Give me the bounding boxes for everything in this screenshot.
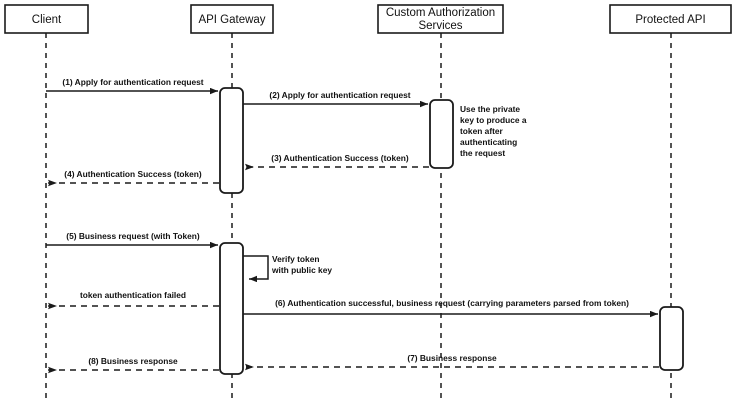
participant-header-auth[interactable]: Custom Authorization Services <box>377 4 504 34</box>
note-private-key-line-3: token after <box>460 126 504 136</box>
message-token-authentication-failed[interactable]: token authentication failed <box>48 290 219 310</box>
participant-box-auth <box>377 4 504 34</box>
message-3[interactable]: (3) Authentication Success (token) <box>245 153 429 171</box>
message-1-label: (1) Apply for authentication request <box>62 77 203 87</box>
message-4-label: (4) Authentication Success (token) <box>64 169 202 179</box>
message-4[interactable]: (4) Authentication Success (token) <box>48 169 219 187</box>
message-fail-label: token authentication failed <box>80 290 186 300</box>
message-3-label: (3) Authentication Success (token) <box>271 153 409 163</box>
lifeline-group <box>45 33 672 398</box>
participant-label-client: Client <box>32 14 62 26</box>
self-message-label-line2: with public key <box>271 265 332 275</box>
participant-box-api <box>609 4 732 34</box>
participant-header-api[interactable]: Protected API <box>609 4 732 34</box>
participant-label-gateway: API Gateway <box>198 14 265 26</box>
message-2-label: (2) Apply for authentication request <box>269 90 410 100</box>
message-7-label: (7) Business response <box>407 353 497 363</box>
message-5-label: (5) Business request (with Token) <box>66 231 200 241</box>
participant-label-auth-line2: Services <box>418 20 462 32</box>
message-8[interactable]: (8) Business response <box>48 356 219 374</box>
activation-auth-token-phase <box>429 99 454 169</box>
message-6-label: (6) Authentication successful, business … <box>275 298 629 308</box>
message-5[interactable]: (5) Business request (with Token) <box>46 231 218 249</box>
note-private-key-line-2: key to produce a <box>460 115 527 125</box>
note-private-key: Use the private key to produce a token a… <box>460 104 527 158</box>
participant-header-client[interactable]: Client <box>4 4 89 34</box>
participant-box-client <box>4 4 89 34</box>
note-private-key-line-5: the request <box>460 148 505 158</box>
note-private-key-line-4: authenticating <box>460 137 517 147</box>
message-6[interactable]: (6) Authentication successful, business … <box>243 298 658 318</box>
message-2[interactable]: (2) Apply for authentication request <box>243 90 428 108</box>
self-message-verify-token[interactable]: Verify token with public key <box>243 254 332 283</box>
self-message-label-line1: Verify token <box>272 254 319 264</box>
participant-label-api: Protected API <box>635 14 705 26</box>
activation-gateway-biz-phase <box>219 242 244 375</box>
message-7[interactable]: (7) Business response <box>245 353 659 371</box>
participant-header-gateway[interactable]: API Gateway <box>190 4 274 34</box>
participant-label-auth-line1: Custom Authorization <box>386 7 495 19</box>
note-private-key-line-1: Use the private <box>460 104 520 114</box>
message-8-label: (8) Business response <box>88 356 178 366</box>
activation-api-biz-phase <box>659 306 684 371</box>
message-1[interactable]: (1) Apply for authentication request <box>46 77 218 95</box>
self-message-verify-token-arrow <box>243 255 269 283</box>
participant-box-gateway <box>190 4 274 34</box>
activation-gateway-auth-phase <box>219 87 244 194</box>
